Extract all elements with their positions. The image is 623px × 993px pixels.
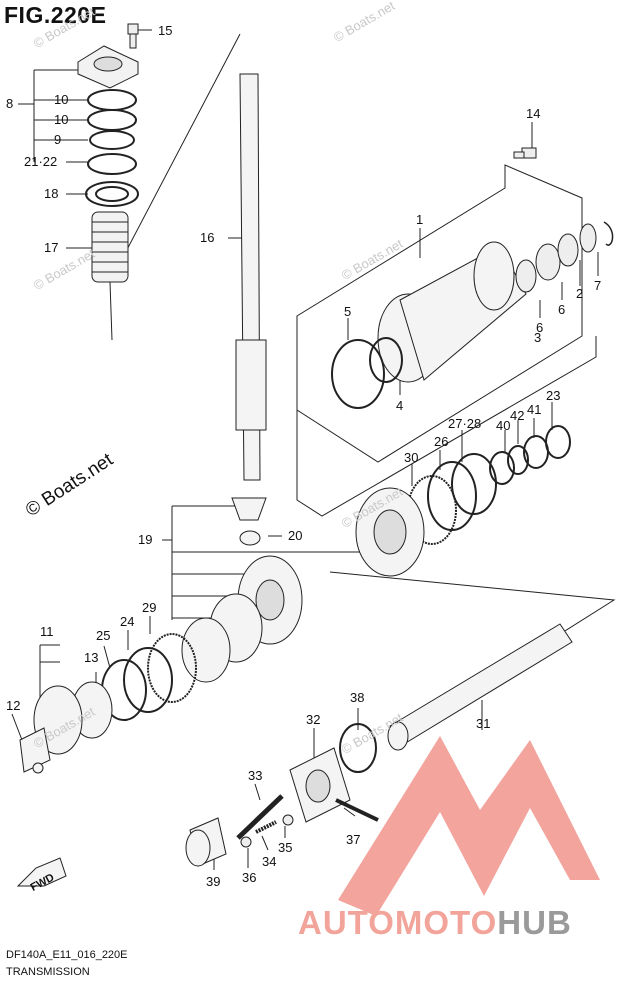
callout-38: 38 xyxy=(350,690,364,705)
automotohub-logo-emblem xyxy=(338,736,600,916)
callout-6b: 6 xyxy=(536,320,543,335)
callout-16: 16 xyxy=(200,230,214,245)
callout-20: 20 xyxy=(288,528,302,543)
callout-32: 32 xyxy=(306,712,320,727)
figure-name: TRANSMISSION xyxy=(6,966,90,978)
fwd-arrow-icon xyxy=(16,857,67,887)
callout-29: 29 xyxy=(142,600,156,615)
callout-10b: 10 xyxy=(54,112,68,127)
figure-code: DF140A_E11_016_220E xyxy=(6,949,128,961)
figure-title: FIG.220E xyxy=(4,2,107,28)
logo-text-part2: HUB xyxy=(497,904,572,941)
callout-33: 33 xyxy=(248,768,262,783)
callout-23: 23 xyxy=(546,388,560,403)
callout-24: 24 xyxy=(120,614,134,629)
callout-3: 3 xyxy=(534,330,541,345)
callout-11: 11 xyxy=(40,624,54,639)
callout-18: 18 xyxy=(44,186,58,201)
callout-1: 1 xyxy=(416,212,423,227)
callout-25: 25 xyxy=(96,628,110,643)
callout-31: 31 xyxy=(476,716,490,731)
callout-6a: 6 xyxy=(558,302,565,317)
callout-26: 26 xyxy=(434,434,448,449)
callout-8: 8 xyxy=(6,96,13,111)
callout-19: 19 xyxy=(138,532,152,547)
callout-39: 39 xyxy=(206,874,220,889)
logo-text-part1: AUTOMOTO xyxy=(298,904,498,941)
callout-35: 35 xyxy=(278,840,292,855)
callout-40: 40 xyxy=(496,418,510,433)
callout-36: 36 xyxy=(242,870,256,885)
callout-30: 30 xyxy=(404,450,418,465)
callout-7: 7 xyxy=(594,278,601,293)
callout-5: 5 xyxy=(344,304,351,319)
callout-27-28: 27·28 xyxy=(448,416,481,431)
callout-2: 2 xyxy=(576,286,583,301)
callout-15: 15 xyxy=(158,23,172,38)
callout-12: 12 xyxy=(6,698,20,713)
callout-4: 4 xyxy=(396,398,403,413)
callout-34: 34 xyxy=(262,854,276,869)
callout-37: 37 xyxy=(346,832,360,847)
callout-41: 41 xyxy=(527,402,541,417)
callout-13: 13 xyxy=(84,650,98,665)
callout-17: 17 xyxy=(44,240,58,255)
callout-21-22: 21·22 xyxy=(24,154,57,169)
callout-42: 42 xyxy=(510,408,524,423)
callout-10a: 10 xyxy=(54,92,68,107)
callout-9: 9 xyxy=(54,132,61,147)
automotohub-logo-text: AUTOMOTOHUB xyxy=(298,904,572,942)
callout-14: 14 xyxy=(526,106,540,121)
